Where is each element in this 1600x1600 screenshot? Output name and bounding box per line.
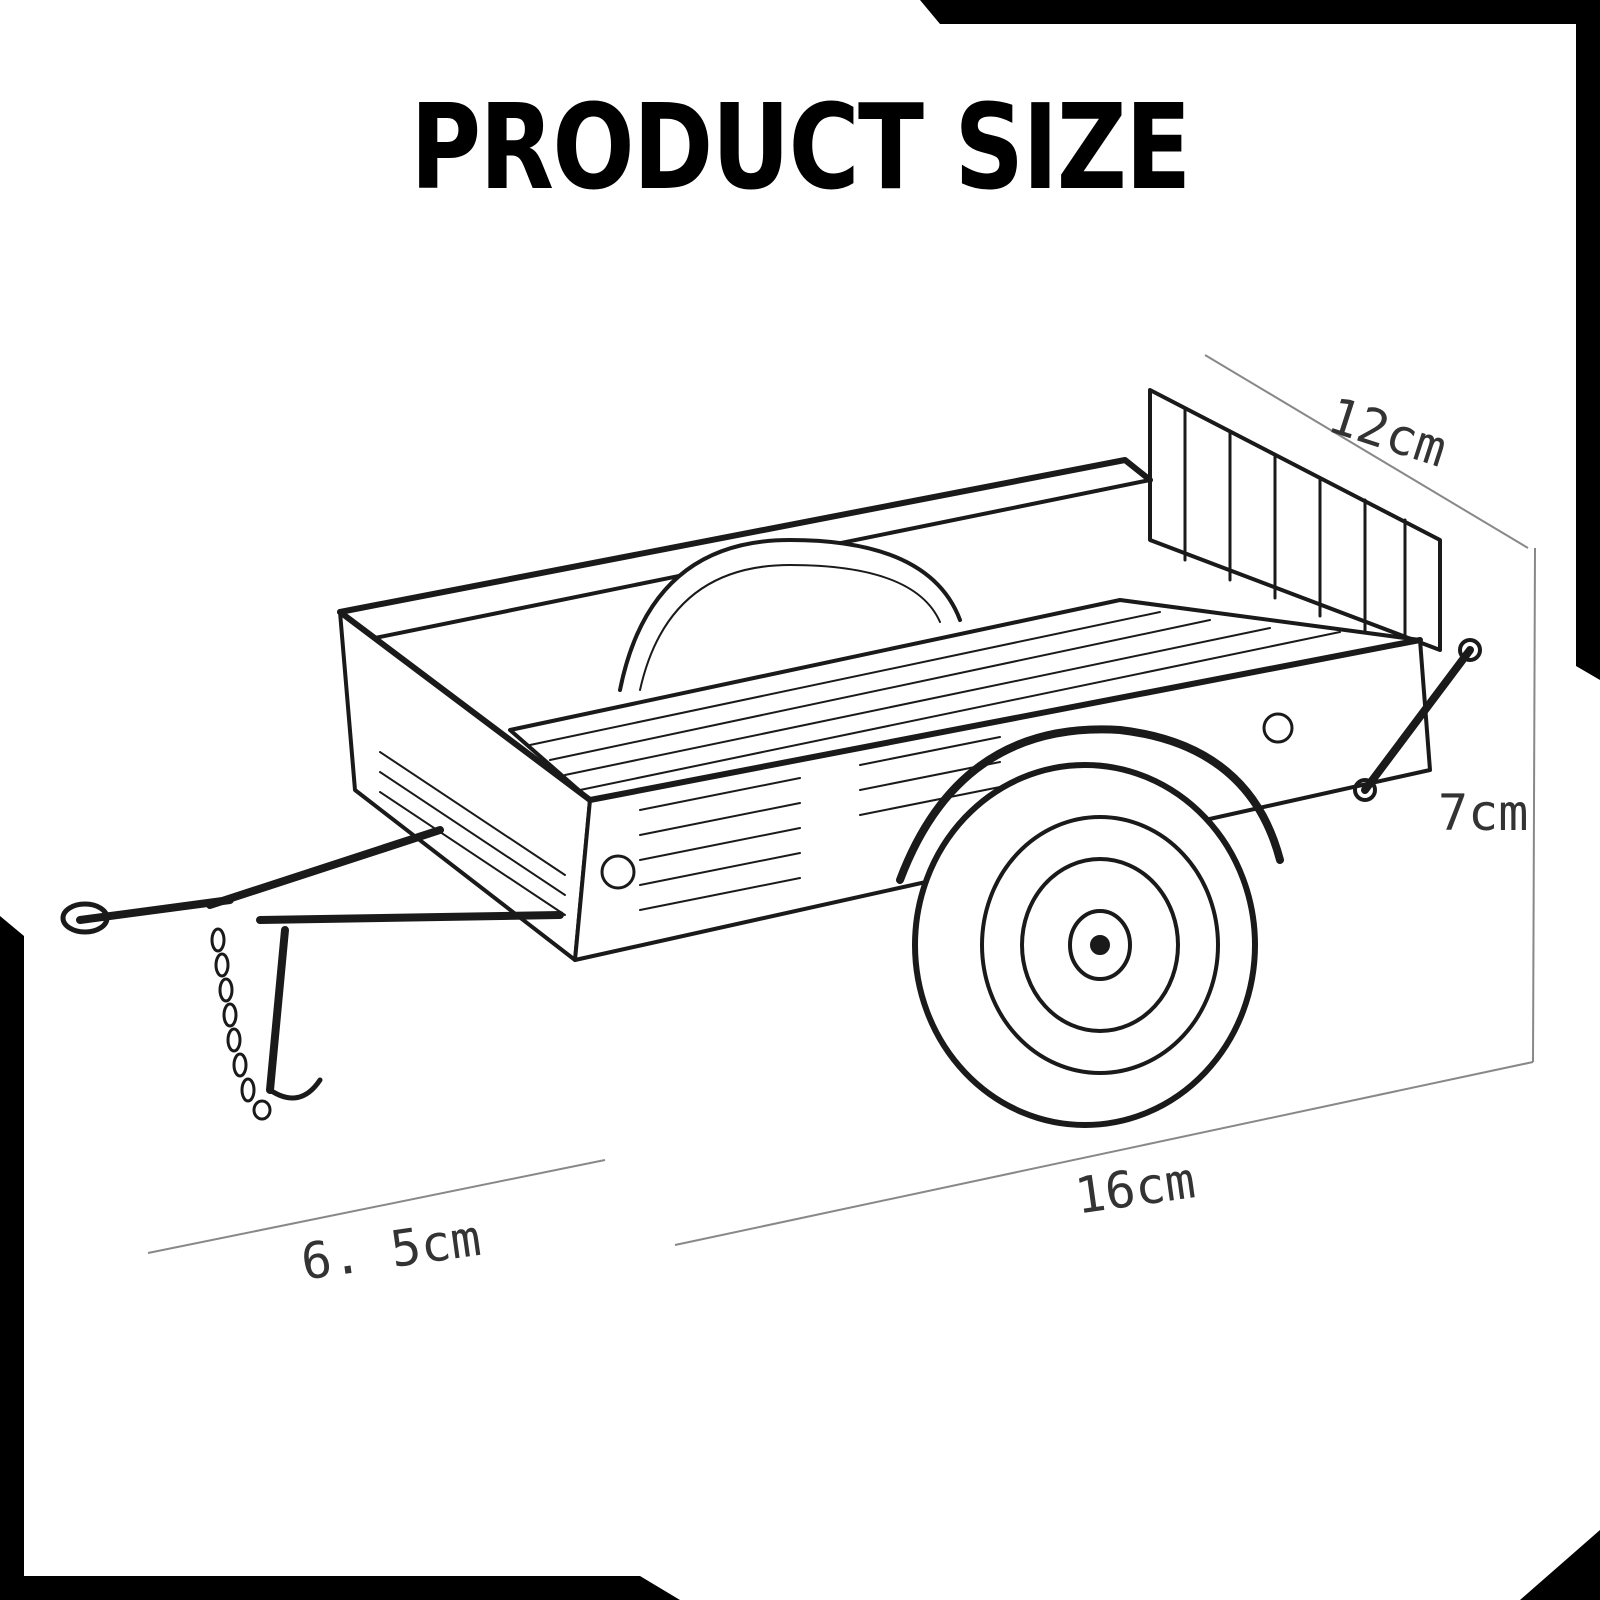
dim-line-height [1532, 547, 1536, 1063]
tailgate-slats [1183, 408, 1407, 647]
trailer-chain [210, 927, 272, 1121]
trailer-top-rail [337, 457, 1153, 615]
bed-floor-lines [529, 611, 1341, 791]
side-wall-slats [639, 736, 1001, 911]
trailer-sketch-icon [60, 388, 1482, 1128]
trailer-drawbar [60, 826, 564, 1101]
dimension-lines [147, 354, 1536, 1254]
page-title: PRODUCT SIZE [410, 78, 1191, 216]
trailer-wheel [912, 762, 1258, 1128]
dim-line-width [1204, 354, 1529, 549]
dim-line-drawbar [147, 1159, 606, 1254]
trailer-tailgate [1148, 388, 1442, 652]
frame-right-notch [1520, 1530, 1600, 1600]
dim-label-height: 7cm [1438, 784, 1529, 842]
trailer-fender [896, 725, 1284, 884]
dim-line-length [674, 1061, 1534, 1246]
spare-tire [618, 538, 962, 692]
